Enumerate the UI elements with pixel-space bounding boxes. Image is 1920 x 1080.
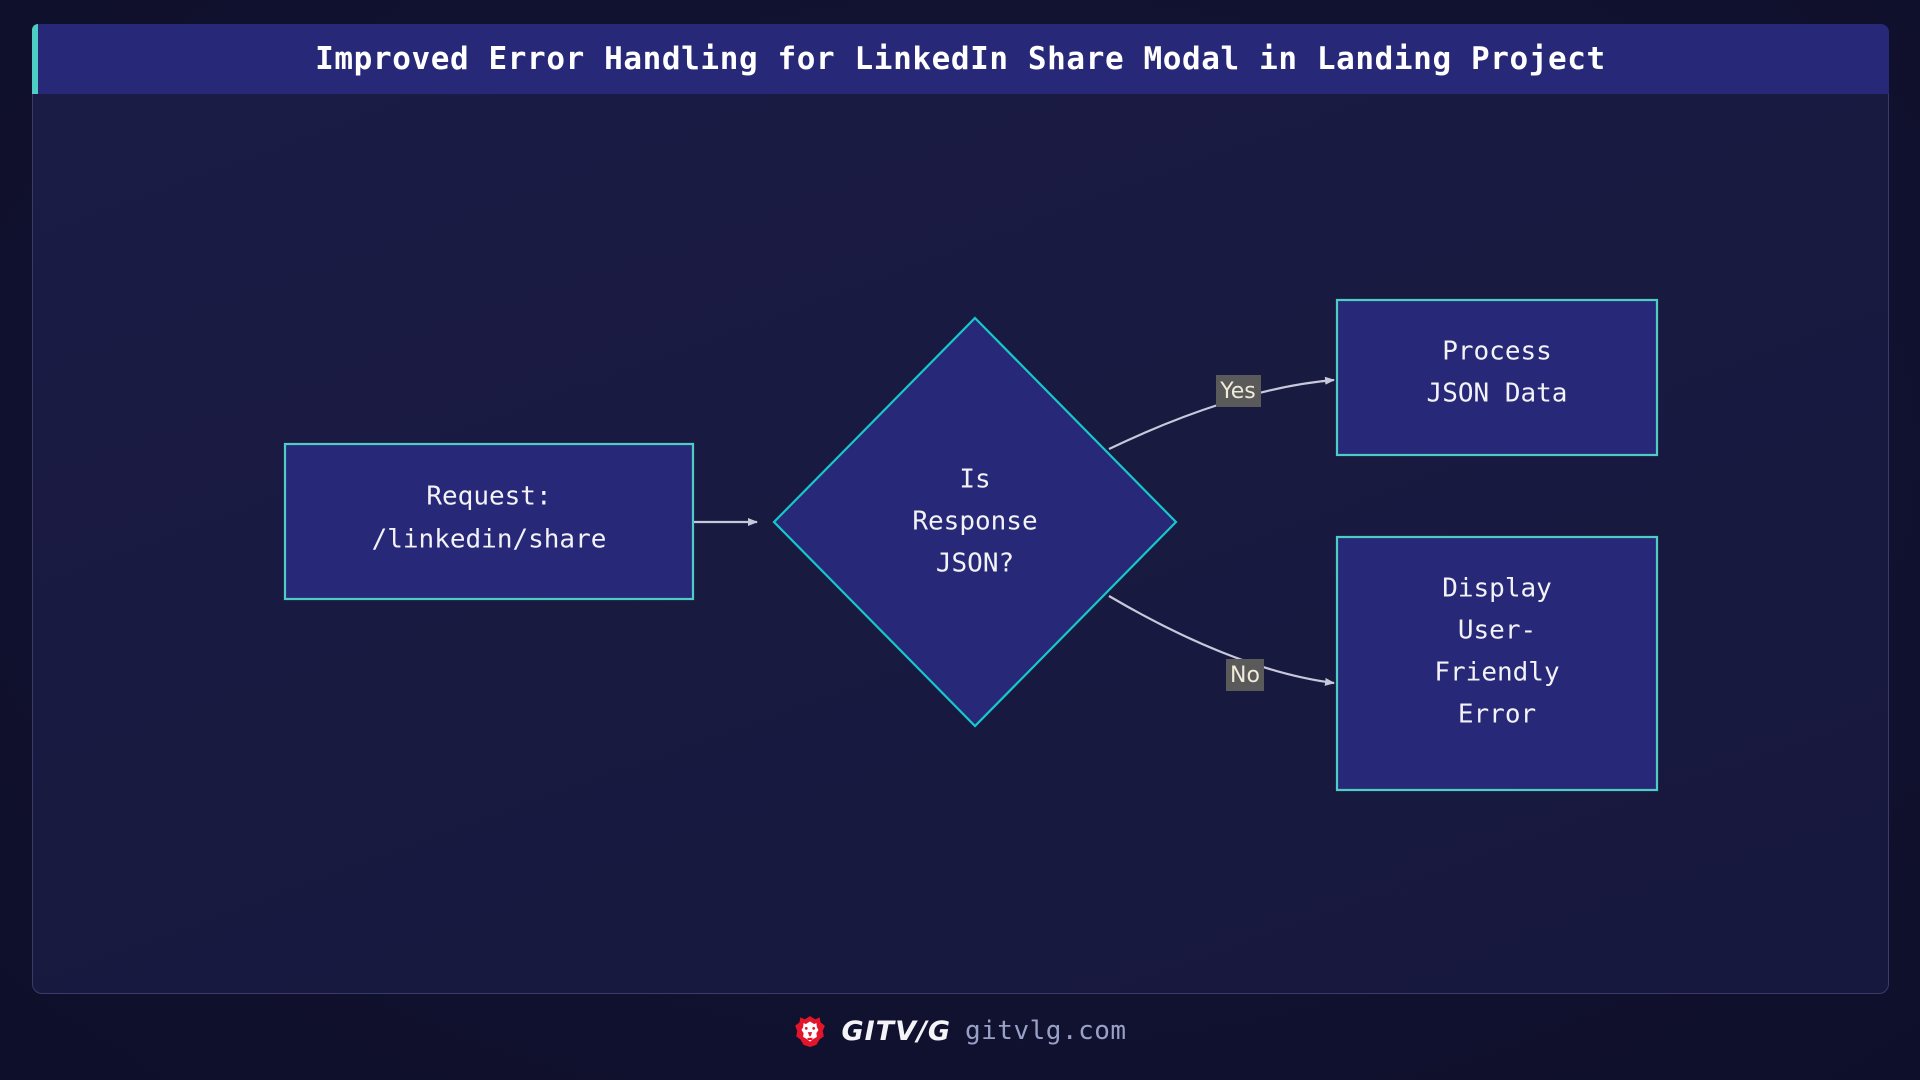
node-error-line-3: Friendly [1434, 658, 1559, 688]
node-request-line-1: Request: [426, 482, 551, 512]
slide-header: Improved Error Handling for LinkedIn Sha… [32, 24, 1889, 94]
node-decision-line-1: Is [959, 465, 990, 495]
lion-head-icon [795, 1016, 826, 1047]
slide-footer: GITV/G gitvlg.com [0, 1002, 1920, 1060]
node-request[interactable]: Request: /linkedin/share [283, 442, 695, 601]
edge-label-no: No [1226, 659, 1264, 691]
footer-url: gitvlg.com [965, 1016, 1127, 1046]
node-decision-line-2: Response [912, 507, 1037, 537]
footer-brand-name: GITV/G [841, 1015, 951, 1047]
node-error-line-2: User- [1458, 616, 1536, 646]
node-request-line-2: /linkedin/share [372, 525, 607, 555]
node-process-line-2: JSON Data [1427, 379, 1568, 409]
header-accent-bar [32, 24, 38, 94]
page-title: Improved Error Handling for LinkedIn Sha… [315, 41, 1606, 77]
edge-label-yes: Yes [1216, 375, 1261, 407]
node-process-line-1: Process [1442, 337, 1552, 367]
node-process[interactable]: Process JSON Data [1335, 298, 1659, 457]
edge-label-no-text: No [1230, 663, 1260, 688]
node-error[interactable]: Display User- Friendly Error [1335, 535, 1659, 792]
node-decision[interactable]: Is Response JSON? [772, 316, 1178, 728]
node-decision-line-3: JSON? [936, 549, 1014, 579]
node-error-line-1: Display [1442, 574, 1552, 604]
flowchart-diagram: Request: /linkedin/share Is Response JSO… [283, 298, 1659, 792]
edge-decision-to-error [1108, 595, 1335, 686]
node-error-line-4: Error [1458, 700, 1536, 730]
edge-label-yes-text: Yes [1219, 379, 1256, 404]
